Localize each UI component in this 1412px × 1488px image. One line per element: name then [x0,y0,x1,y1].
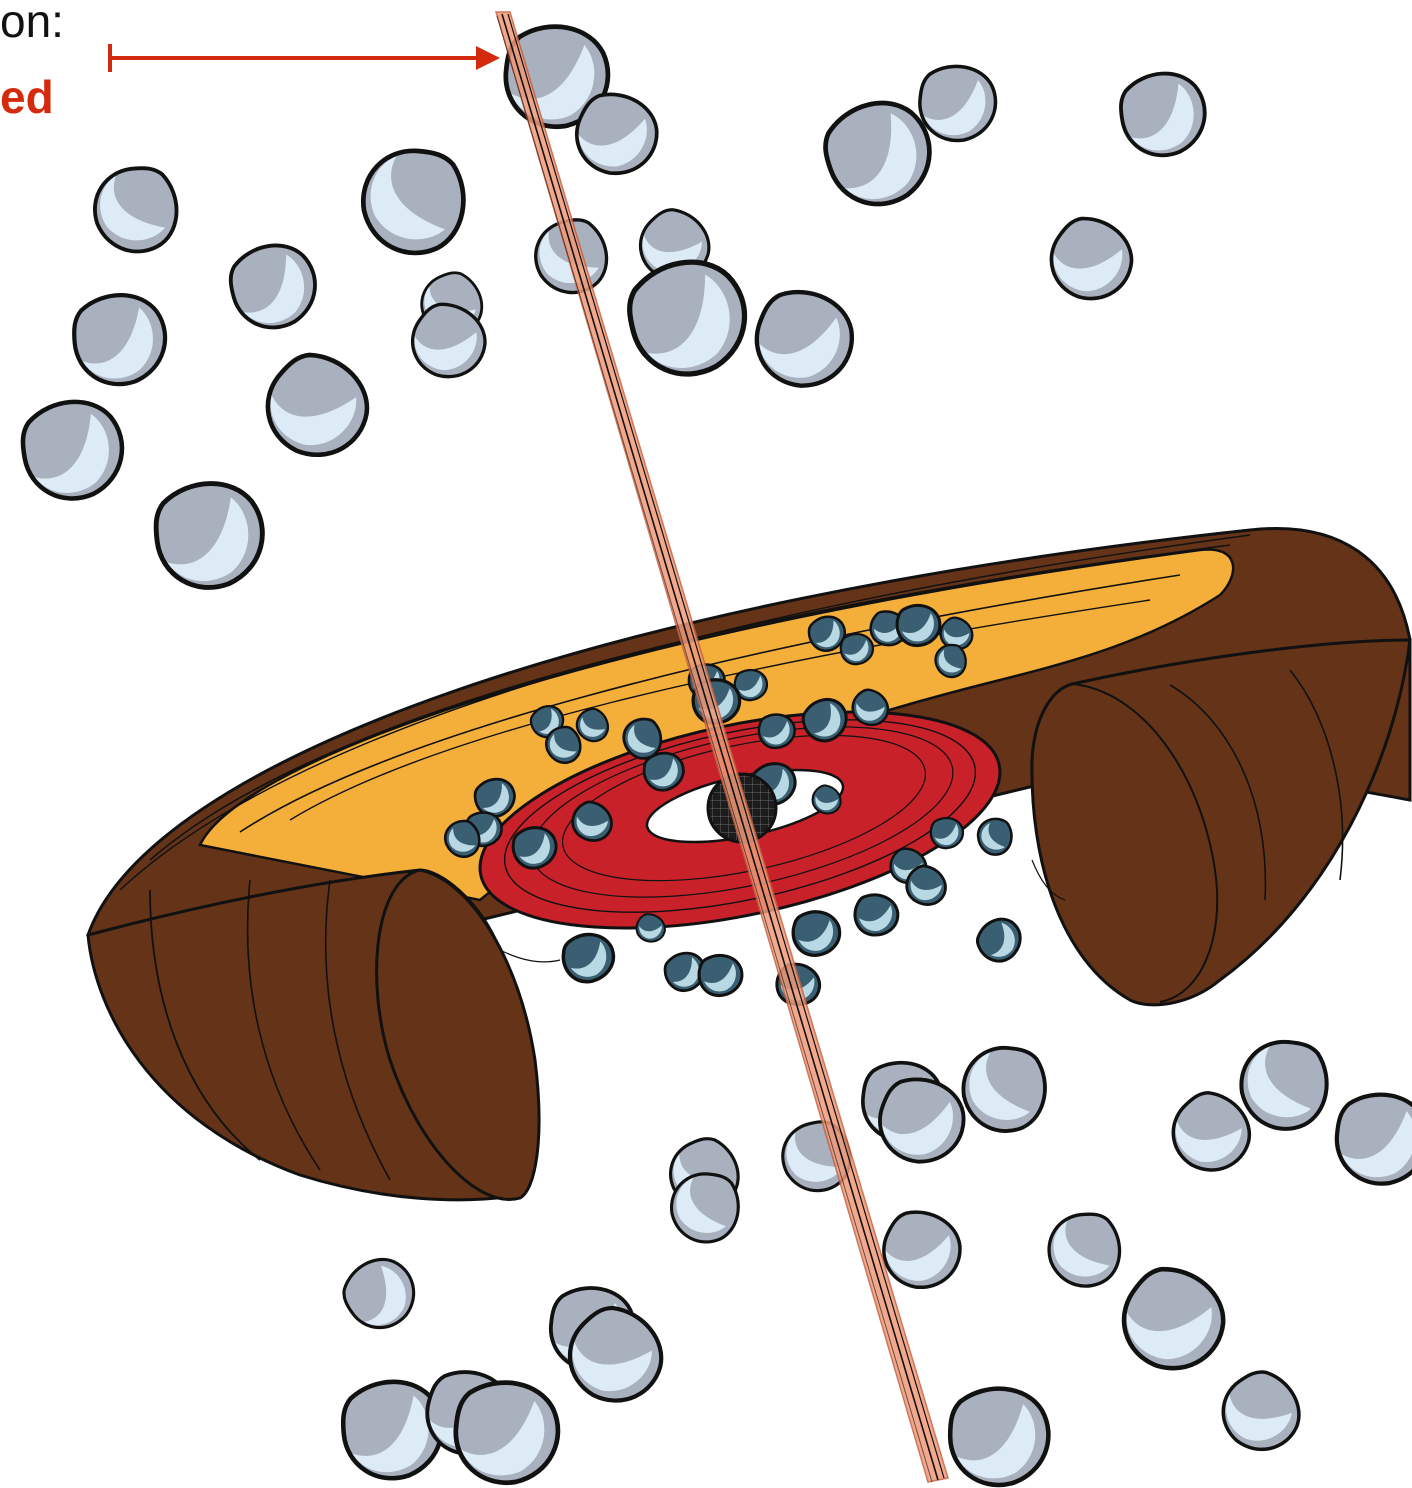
cloud-clump-icon [88,162,183,258]
cloud-clump-icon [963,1048,1045,1131]
cloud-clump-icon [1113,64,1214,164]
cloud-clump-icon [672,1174,739,1242]
cloud-clump-icon [560,931,617,986]
cloud-clump-icon [920,66,996,140]
cloud-clump-icon [147,474,272,598]
cloud-clump-icon [970,911,1029,969]
cloud-clump-icon [456,1383,558,1483]
annotation-highlight-label: ed [0,74,54,120]
cloud-clump-icon [363,151,463,253]
cloud-clump-icon [699,955,742,995]
cloud-clump-icon [333,1246,428,1341]
cloud-clump-icon [759,715,795,748]
annotation-label: on: [0,0,64,44]
cloud-clump-icon [946,1384,1052,1488]
cloud-clump-icon [1208,1360,1313,1466]
cloud-clump-icon [1337,1095,1412,1184]
cloud-clump-icon [1241,1042,1326,1129]
cloud-clump-icon [931,818,963,848]
arrow-right-icon [110,44,500,72]
cloud-clump-icon [841,634,873,664]
cloud-clump-icon [746,282,861,396]
cloud-clump-icon [68,288,173,391]
outer-cloud-group-top [13,27,1214,598]
cloud-clump-icon [1106,1254,1239,1387]
cloud-clump-icon [897,605,940,645]
cloud-clump-icon [1037,206,1145,313]
cloud-clump-icon [978,819,1011,855]
cloud-clump-icon [1043,1209,1125,1292]
cloud-clump-icon [793,912,839,956]
cloud-clump-icon [616,246,761,389]
cloud-clump-icon [852,892,901,939]
cloud-clump-icon [13,391,133,510]
cloud-clump-icon [249,339,385,474]
cloud-clump-icon [221,234,327,339]
